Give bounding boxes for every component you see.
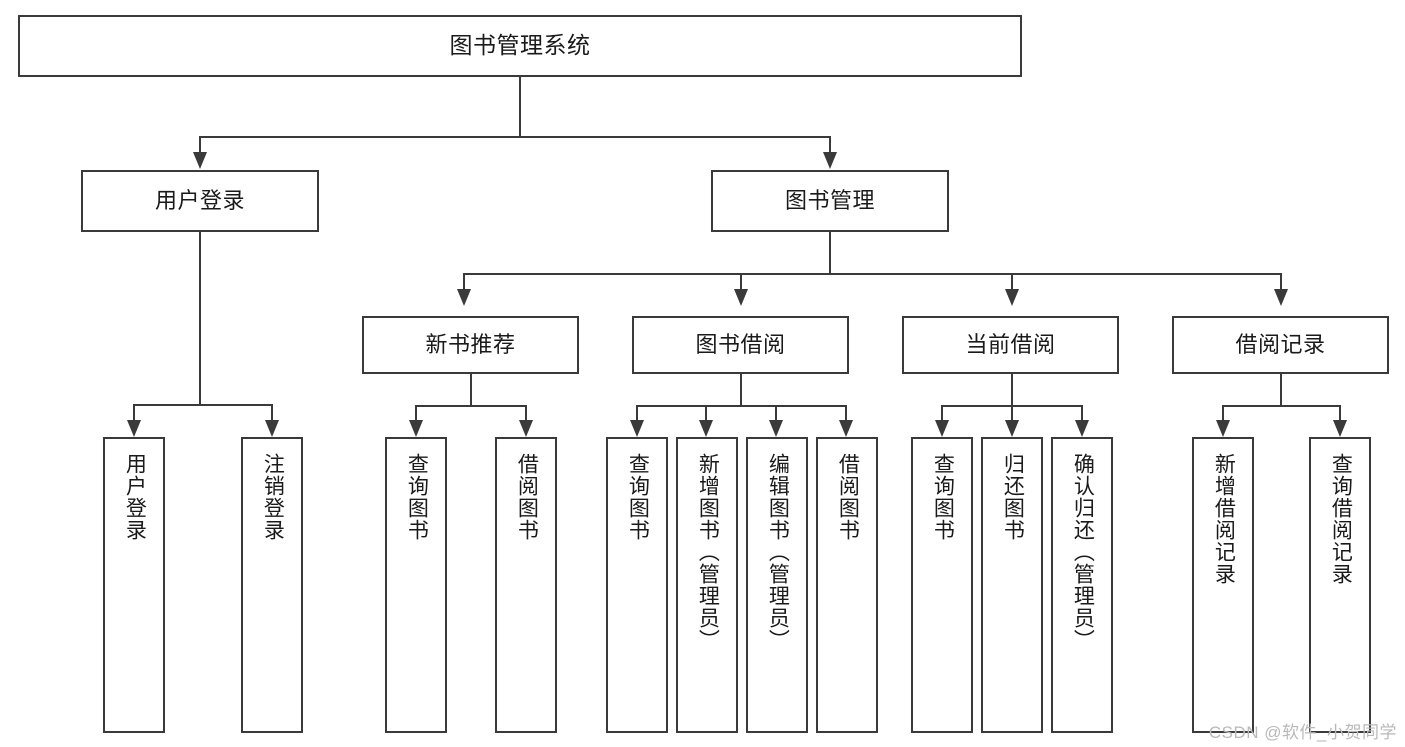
node-leaf-add-book[interactable]: 新增图书（管理员） <box>676 437 738 733</box>
connector-cb-child-2 <box>1011 405 1013 421</box>
connector-nbr-child-1 <box>415 405 417 421</box>
connector-book-management-stem <box>829 232 831 274</box>
connector-to-user-login <box>199 136 201 153</box>
arrowhead-leaf-borrow-book-1 <box>519 420 533 437</box>
connector-br-child-2 <box>1339 405 1341 421</box>
arrowhead-leaf-confirm-return <box>1075 420 1089 437</box>
connector-br-child-1 <box>1222 405 1224 421</box>
connector-bb-child-2 <box>705 405 707 421</box>
node-label: 查询图书 <box>405 453 429 541</box>
node-label: 图书管理 <box>784 187 875 213</box>
node-label: 注销登录 <box>261 453 285 541</box>
connector-nbr-child-2 <box>525 405 527 421</box>
node-user-login[interactable]: 用户登录 <box>81 170 319 232</box>
arrowhead-leaf-borrow-book-2 <box>839 420 853 437</box>
arrowhead-to-book-borrow <box>734 289 748 306</box>
node-new-book-recommend[interactable]: 新书推荐 <box>362 316 579 374</box>
node-leaf-borrow-book-1[interactable]: 借阅图书 <box>495 437 557 733</box>
node-leaf-return-book[interactable]: 归还图书 <box>981 437 1043 733</box>
node-label: 借阅记录 <box>1235 331 1326 357</box>
connector-user-login-child-2 <box>271 404 273 421</box>
connector-borrow-record-bar <box>1222 405 1339 407</box>
node-book-management[interactable]: 图书管理 <box>711 170 949 232</box>
connector-cb-child-1 <box>941 405 943 421</box>
arrowhead-leaf-logout-login <box>265 420 279 437</box>
node-label: 当前借阅 <box>965 331 1056 357</box>
node-leaf-logout-login[interactable]: 注销登录 <box>241 437 303 733</box>
connector-root-bar <box>199 136 831 138</box>
node-leaf-query-record[interactable]: 查询借阅记录 <box>1309 437 1371 733</box>
node-leaf-borrow-book-2[interactable]: 借阅图书 <box>816 437 878 733</box>
arrowhead-leaf-edit-book <box>769 420 783 437</box>
node-leaf-user-login[interactable]: 用户登录 <box>103 437 165 733</box>
connector-to-borrow-record <box>1280 273 1282 290</box>
connector-to-new-book-recommend <box>463 273 465 290</box>
connector-user-login-child-1 <box>133 404 135 421</box>
arrowhead-to-current-borrow <box>1005 289 1019 306</box>
connector-bb-child-1 <box>636 405 638 421</box>
node-label: 图书管理系统 <box>449 32 591 59</box>
connector-book-management-bar <box>463 273 1281 275</box>
node-root-system[interactable]: 图书管理系统 <box>18 15 1022 77</box>
node-leaf-query-book-3[interactable]: 查询图书 <box>911 437 973 733</box>
arrowhead-leaf-query-book-1 <box>409 420 423 437</box>
connector-borrow-record-stem <box>1280 374 1282 406</box>
node-label: 新增图书（管理员） <box>696 453 720 651</box>
node-label: 查询图书 <box>626 453 650 541</box>
node-borrow-record[interactable]: 借阅记录 <box>1172 316 1389 374</box>
connector-user-login-stem <box>199 232 201 405</box>
arrowhead-leaf-query-book-3 <box>935 420 949 437</box>
node-label: 图书借阅 <box>695 331 786 357</box>
node-label: 新书推荐 <box>425 331 516 357</box>
node-label: 编辑图书（管理员） <box>766 453 790 651</box>
arrowhead-leaf-query-record <box>1333 420 1347 437</box>
node-label: 查询借阅记录 <box>1329 453 1353 585</box>
node-leaf-confirm-return[interactable]: 确认归还（管理员） <box>1051 437 1113 733</box>
node-leaf-edit-book[interactable]: 编辑图书（管理员） <box>746 437 808 733</box>
arrowhead-to-user-login <box>193 152 207 169</box>
node-label: 用户登录 <box>123 453 147 541</box>
node-leaf-add-record[interactable]: 新增借阅记录 <box>1192 437 1254 733</box>
arrowhead-leaf-return-book <box>1005 420 1019 437</box>
connector-to-book-management <box>829 136 831 153</box>
connector-current-borrow-stem <box>1011 374 1013 406</box>
node-label: 新增借阅记录 <box>1212 453 1236 585</box>
arrowhead-to-book-management <box>823 152 837 169</box>
connector-to-current-borrow <box>1011 273 1013 290</box>
node-label: 借阅图书 <box>836 453 860 541</box>
connector-user-login-bar <box>133 404 271 406</box>
connector-root-stem <box>519 77 521 137</box>
arrowhead-to-new-book-recommend <box>457 289 471 306</box>
node-book-borrow[interactable]: 图书借阅 <box>632 316 849 374</box>
node-label: 归还图书 <box>1001 453 1025 541</box>
connector-new-book-recommend-bar <box>415 405 525 407</box>
node-label: 用户登录 <box>154 187 245 213</box>
node-leaf-query-book-2[interactable]: 查询图书 <box>606 437 668 733</box>
arrowhead-leaf-user-login <box>127 420 141 437</box>
node-label: 查询图书 <box>931 453 955 541</box>
connector-bb-child-4 <box>845 405 847 421</box>
connector-book-borrow-stem <box>740 374 742 406</box>
arrowhead-leaf-query-book-2 <box>630 420 644 437</box>
connector-to-book-borrow <box>740 273 742 290</box>
node-leaf-query-book-1[interactable]: 查询图书 <box>385 437 447 733</box>
connector-new-book-recommend-stem <box>470 374 472 406</box>
watermark-text: CSDN @软件_小贺同学 <box>1208 723 1397 742</box>
connector-cb-child-3 <box>1081 405 1083 421</box>
arrowhead-leaf-add-record <box>1216 420 1230 437</box>
node-label: 借阅图书 <box>515 453 539 541</box>
connector-book-borrow-bar <box>636 405 845 407</box>
connector-bb-child-3 <box>775 405 777 421</box>
node-label: 确认归还（管理员） <box>1071 453 1095 651</box>
arrowhead-to-borrow-record <box>1274 289 1288 306</box>
arrowhead-leaf-add-book <box>699 420 713 437</box>
node-current-borrow[interactable]: 当前借阅 <box>902 316 1119 374</box>
